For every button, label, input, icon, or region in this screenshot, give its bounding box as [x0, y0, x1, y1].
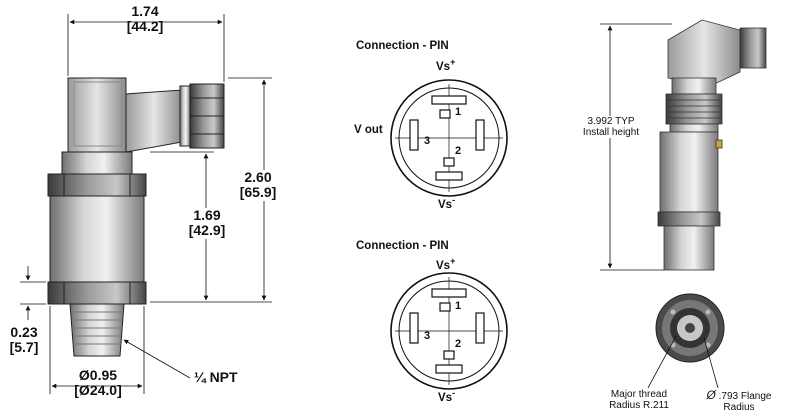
- thread-length-mm: [5.7]: [9, 339, 39, 356]
- pin-top: [431, 95, 467, 105]
- pin-right: [475, 119, 485, 151]
- connector-top-title: Connection - PIN: [356, 40, 449, 52]
- pin-left: [409, 119, 419, 151]
- diameter-symbol: Ø: [706, 388, 716, 402]
- sensor-photo: [657, 19, 767, 271]
- major-thread-label: Major thread Radius R.211: [609, 389, 669, 411]
- connector-top-vs-minus: Vs-: [438, 195, 456, 211]
- connector-plug: [125, 89, 183, 153]
- install-height-caption: Install height: [582, 127, 640, 138]
- connector-top-pin-2: 2: [455, 145, 462, 157]
- npt-thread: [69, 303, 125, 357]
- width-mm: [44.2]: [126, 18, 164, 35]
- sensor-neck: [61, 151, 133, 175]
- connector-bottom-vs-plus: Vs+: [436, 256, 456, 272]
- total-height-label: 2.60 [65.9]: [226, 169, 290, 201]
- body-height-label: 1.69 [42.9]: [176, 207, 238, 239]
- width-inches: 1.74: [131, 3, 159, 19]
- connector-face-top: [390, 79, 508, 197]
- photo-connector-plug: [667, 19, 741, 89]
- diameter-mm: [Ø24.0]: [74, 382, 122, 399]
- connector-bottom-pin-3: 3: [424, 330, 431, 342]
- connector-face-bottom: [390, 272, 508, 390]
- body-height-mm: [42.9]: [188, 222, 226, 239]
- pin-bottom: [435, 171, 463, 181]
- body-height-inches: 1.69: [193, 207, 221, 223]
- install-height-dimension: [600, 23, 672, 271]
- photo-thread: [663, 225, 715, 271]
- upper-hex: [47, 173, 147, 197]
- diameter-label: Ø0.95 [Ø24.0]: [62, 367, 134, 399]
- width-dimension-label: 1.74 [44.2]: [118, 3, 172, 35]
- connector-top-v-out: V out: [354, 124, 383, 136]
- connector-top-vs-plus: Vs+: [436, 57, 456, 73]
- connector-top-pin-1: 1: [455, 106, 462, 118]
- sensor-bottom-view: [647, 293, 725, 389]
- connector-bottom-pin-1: 1: [455, 300, 462, 312]
- photo-knurled-ring: [665, 93, 723, 125]
- npt-thread-label: ¼ NPT: [194, 369, 238, 385]
- flange-radius-label: Ø .793 Flange Radius: [706, 388, 772, 414]
- total-height-inches: 2.60: [244, 169, 272, 185]
- install-height-value: 3.992 TYP: [587, 116, 635, 127]
- thread-length-inches: 0.23: [10, 324, 38, 340]
- sensor-side-view: [47, 77, 225, 357]
- photo-body: [659, 131, 719, 213]
- install-height-label: 3.992 TYP Install height: [568, 116, 654, 138]
- connector-bottom-vs-minus: Vs-: [438, 388, 456, 404]
- lower-hex: [47, 281, 147, 305]
- total-height-mm: [65.9]: [239, 184, 277, 201]
- diameter-inches: Ø0.95: [78, 367, 118, 383]
- connector-bottom-title: Connection - PIN: [356, 240, 449, 252]
- sensor-body: [49, 195, 145, 283]
- thread-length-label: 0.23 [5.7]: [0, 324, 48, 356]
- connector-top-pin-3: 3: [424, 135, 431, 147]
- connector-housing: [67, 77, 127, 153]
- connector-bottom-pin-2: 2: [455, 338, 462, 350]
